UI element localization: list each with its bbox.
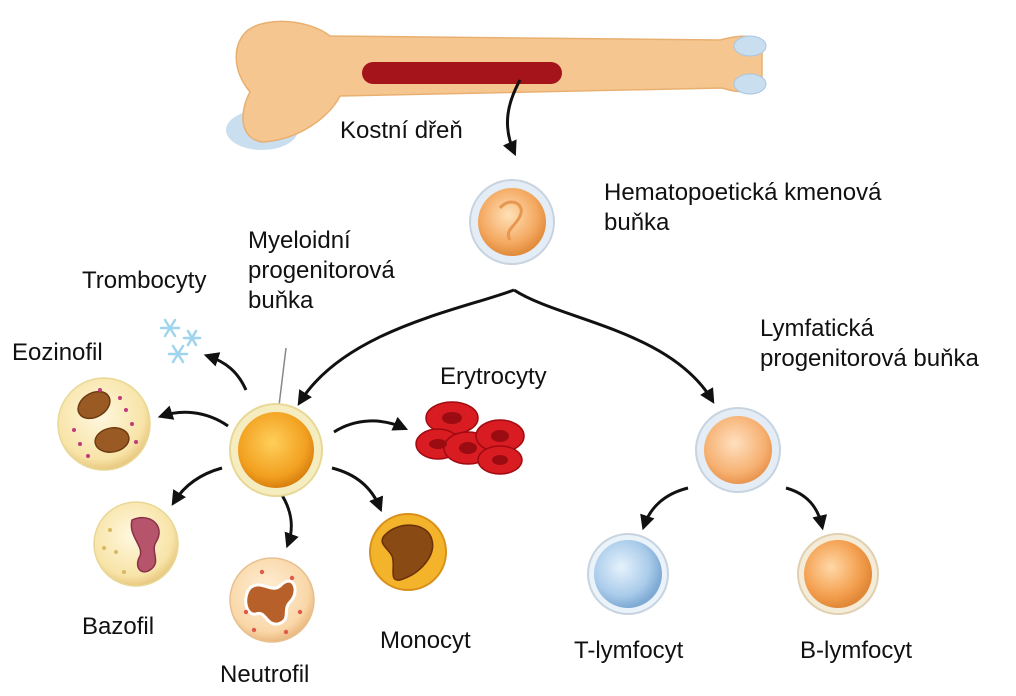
arrow-myeloid-to-erythrocytes	[334, 421, 404, 432]
label-lymphoid-progenitor: Lymfatická progenitorová buňka	[760, 314, 979, 374]
label-b-lymphocyte: B-lymfocyt	[800, 636, 912, 666]
b-lymphocyte-cell	[798, 534, 878, 614]
arrow-lymphoid-to-t	[644, 488, 688, 526]
marrow-cavity	[362, 62, 562, 84]
label-eosinophil: Eozinofil	[12, 338, 103, 368]
monocyte-cell	[370, 514, 446, 590]
label-hsc-line-1: Hematopoetická kmenová	[604, 178, 881, 208]
bone	[226, 21, 766, 150]
myeloid-progenitor-cell	[230, 404, 322, 496]
label-myeloid-line-1: Myeloidní	[248, 226, 395, 256]
arrow-lymphoid-to-b	[786, 488, 822, 526]
basophil-cell	[94, 502, 178, 586]
arrow-myeloid-to-thrombocytes	[208, 356, 246, 390]
label-myeloid-line-2: progenitorová	[248, 256, 395, 286]
label-hematopoietic-stem-cell: Hematopoetická kmenová buňka	[604, 178, 881, 238]
label-erythrocytes: Erytrocyty	[440, 362, 547, 392]
label-t-lymphocyte: T-lymfocyt	[574, 636, 683, 666]
neutrophil-cell	[230, 558, 314, 642]
t-lymphocyte-cell	[588, 534, 668, 614]
label-myeloid-line-3: buňka	[248, 286, 395, 316]
eosinophil-cell	[58, 378, 150, 470]
arrow-myeloid-to-neutrophil	[280, 492, 291, 544]
label-bone-marrow: Kostní dřeň	[340, 116, 463, 146]
label-thrombocytes: Trombocyty	[82, 266, 206, 296]
arrow-myeloid-to-basophil	[174, 468, 222, 502]
label-myeloid-progenitor: Myeloidní progenitorová buňka	[248, 226, 395, 316]
arrow-myeloid-to-monocyte	[332, 468, 380, 508]
label-lymphoid-line-1: Lymfatická	[760, 314, 979, 344]
lymphoid-progenitor-cell	[696, 408, 780, 492]
thrombocytes-icon	[161, 320, 200, 362]
label-neutrophil: Neutrofil	[220, 660, 309, 690]
label-monocyte: Monocyt	[380, 626, 471, 656]
label-basophil: Bazofil	[82, 612, 154, 642]
label-hsc-line-2: buňka	[604, 208, 881, 238]
label-lymphoid-line-2: progenitorová buňka	[760, 344, 979, 374]
hematopoietic-stem-cell	[470, 180, 554, 264]
arrow-myeloid-to-eosinophil	[162, 412, 228, 426]
